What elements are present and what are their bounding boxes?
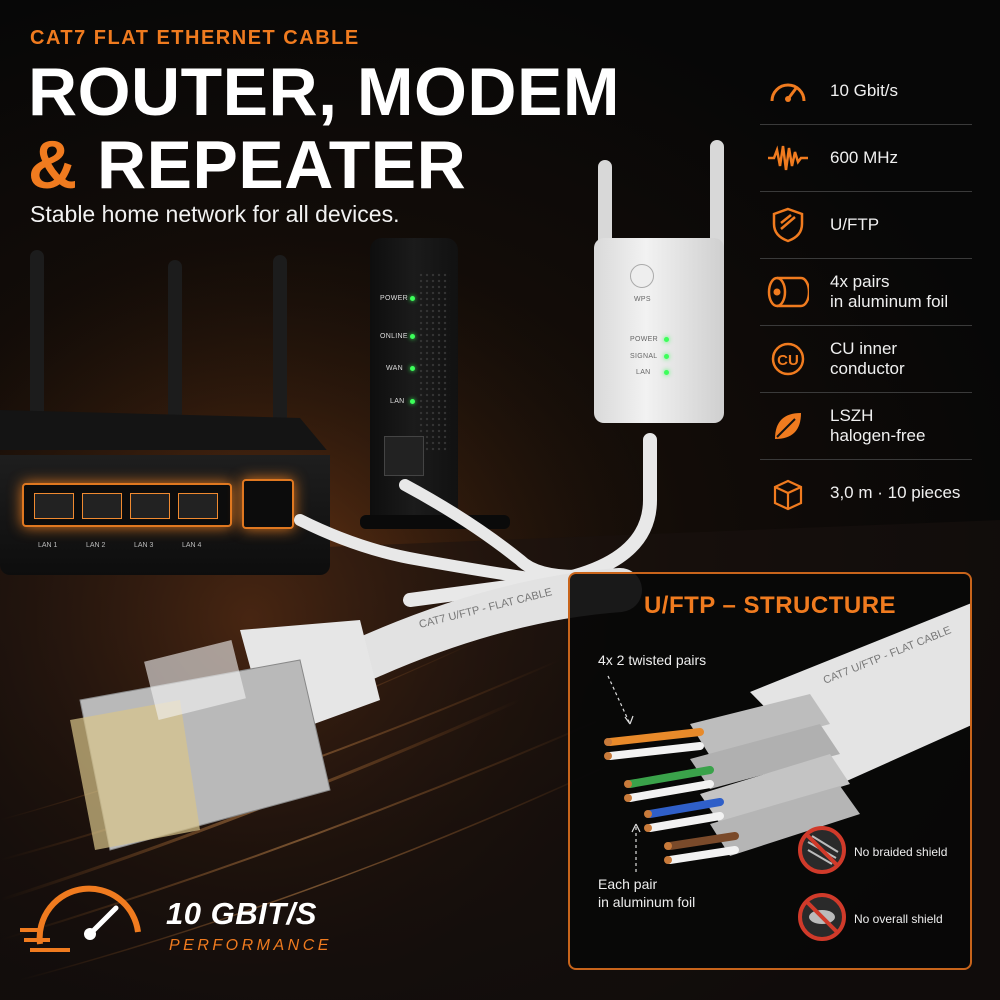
structure-title: U/FTP – STRUCTURE [643, 592, 897, 619]
speedometer-icon [760, 67, 816, 115]
router [0, 250, 327, 450]
pairs-label: 4x 2 twisted pairs [598, 652, 707, 668]
no-braided-shield-label: No braided shield [854, 845, 948, 859]
headline-line-2: & REPEATER [28, 131, 466, 199]
feature-package: 3,0 m · 10 pieces [760, 460, 972, 527]
foil-label-line-2: in aluminum foil [598, 893, 696, 910]
router-body: LAN 1 LAN 2 LAN 3 LAN 4 [0, 455, 330, 575]
feature-text: U/FTP [830, 214, 880, 234]
feature-text: 3,0 m · 10 pieces [830, 483, 961, 503]
feature-text: in aluminum foil [830, 292, 949, 311]
modem-vent [418, 272, 450, 452]
no-overall-shield-icon [798, 893, 846, 941]
led-indicator [664, 337, 669, 342]
no-overall-shield-label: No overall shield [854, 912, 943, 926]
led-indicator [664, 354, 669, 359]
feature-frequency: 600 MHz [760, 125, 972, 192]
feature-text: LSZH [830, 405, 874, 425]
port-label: LAN 1 [38, 542, 58, 549]
cable-cross-section: CAT7 U/FTP - FLAT CABLE [604, 603, 970, 941]
feature-text: 600 MHz [830, 147, 899, 167]
port-label: LAN 3 [134, 542, 154, 549]
feature-conductor: CU CU inner conductor [760, 326, 972, 393]
repeater: WPS POWER SIGNAL LAN [594, 238, 724, 423]
antenna [273, 255, 287, 425]
antenna [168, 260, 182, 420]
port-label: LAN 2 [86, 542, 106, 549]
foil-pair-icon [760, 268, 816, 316]
feature-text: 4x pairs [830, 271, 890, 291]
structure-panel: U/FTP – STRUCTURE 4x 2 twisted pairs CAT… [568, 572, 972, 970]
led-label: WAN [386, 365, 403, 372]
modem-port [384, 436, 424, 476]
lan-port [178, 493, 218, 519]
feature-text: halogen-free [830, 426, 926, 445]
led-indicator [410, 399, 415, 404]
port-label: LAN 4 [182, 542, 202, 549]
feature-text: 10 Gbit/s [830, 80, 899, 100]
router-lan-ports [22, 483, 232, 527]
foil-label: Each pair in aluminum foil [598, 876, 695, 911]
headline-subtitle: Stable home network for all devices. [30, 201, 400, 227]
antenna [30, 250, 44, 420]
lan-port [82, 493, 122, 519]
performance-subtitle: PERFORMANCE [169, 937, 332, 954]
performance-title: 10 GBIT/S [166, 896, 317, 931]
shield-icon [760, 201, 816, 249]
feature-shielding: U/FTP [760, 192, 972, 259]
led-label: POWER [380, 295, 408, 302]
led-label: LAN [390, 398, 405, 405]
headline-repeater: REPEATER [97, 127, 467, 203]
repeater-antenna [598, 160, 612, 260]
foil-label-line-1: Each pair [598, 876, 658, 892]
headline-ampersand: & [28, 127, 78, 203]
led-indicator [410, 366, 415, 371]
feature-speed: 10 Gbit/s [760, 58, 972, 125]
performance-speedometer-icon [20, 885, 141, 952]
wps-button[interactable] [630, 264, 654, 288]
led-indicator [410, 296, 415, 301]
wps-label: WPS [634, 296, 651, 303]
led-label: SIGNAL [630, 353, 658, 360]
led-indicator [410, 334, 415, 339]
no-braided-shield-icon [798, 826, 846, 874]
feature-text: CU inner conductor [830, 338, 905, 378]
box-icon [760, 470, 816, 518]
product-kicker: CAT7 FLAT ETHERNET CABLE [30, 27, 360, 49]
frequency-wave-icon [760, 134, 816, 182]
plug-contacts [70, 700, 200, 850]
leaf-icon [760, 402, 816, 450]
cu-icon: CU [760, 335, 816, 383]
plug-clip [144, 640, 246, 720]
headline-line-1: ROUTER, MODEM [28, 54, 621, 130]
lan-port [130, 493, 170, 519]
led-label: ONLINE [380, 333, 408, 340]
lan-port [34, 493, 74, 519]
led-label: LAN [636, 369, 651, 376]
modem: POWER ONLINE WAN LAN [370, 238, 458, 528]
led-label: POWER [630, 336, 658, 343]
led-indicator [664, 370, 669, 375]
repeater-antenna [710, 140, 724, 270]
router-wan-port [242, 479, 294, 529]
svg-text:CU: CU [777, 352, 799, 369]
